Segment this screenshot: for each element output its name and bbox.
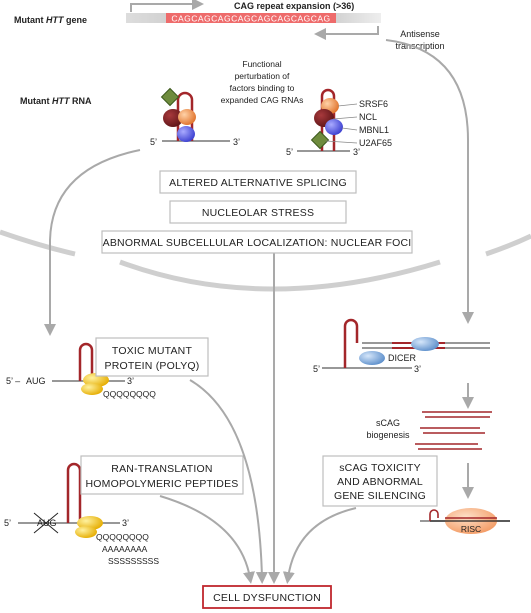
box-toxic-protein-line2: PROTEIN (POLYQ)	[105, 360, 200, 372]
scag-biogenesis-2: biogenesis	[366, 430, 410, 440]
box-nuclear-foci-text: ABNORMAL SUBCELLULAR LOCALIZATION: NUCLE…	[103, 237, 412, 249]
u2af65-protein	[160, 87, 180, 107]
box-scag-toxicity-line3: GENE SILENCING	[334, 490, 426, 502]
rna-hairpin-left	[162, 91, 230, 142]
arrow-scag-to-dysfunction	[282, 507, 357, 584]
rna-hairpin-right	[297, 88, 350, 152]
prime5-ran: 5’	[4, 518, 11, 528]
box-toxic-protein	[95, 337, 209, 377]
factor-srsf6: SRSF6	[359, 99, 388, 109]
functional-perturbation-3: factors binding to	[230, 83, 295, 93]
aug-label: AUG	[26, 376, 46, 386]
factor-u2af65: U2AF65	[359, 138, 392, 148]
prime5-left-top: 5’	[150, 137, 157, 147]
u2af65-protein-right	[310, 130, 330, 150]
prime5-right-top: 5’	[286, 147, 293, 157]
prime3-ran: 3’	[122, 518, 129, 528]
functional-perturbation-2: perturbation of	[235, 71, 290, 81]
ribosome-small-2	[75, 526, 97, 538]
cag-repeat-region	[166, 13, 336, 23]
aug-prefix: 5’ –	[6, 376, 20, 386]
arrow-ran-to-dysfunction	[159, 495, 255, 584]
factor-ncl: NCL	[359, 112, 377, 122]
risc-complex	[420, 508, 510, 534]
arrow-antisense-to-dicer	[385, 39, 474, 324]
box-nucleolar-stress	[169, 200, 347, 224]
prime3-aug: 3’	[127, 376, 134, 386]
risc-label: RISC	[461, 524, 481, 534]
antisense-arrow-left	[314, 26, 379, 40]
box-scag-toxicity-line1: sCAG TOXICITY	[339, 462, 421, 474]
factor-leader-lines	[325, 103, 358, 144]
box-nucleolar-stress-text: NUCLEOLAR STRESS	[202, 207, 314, 219]
box-cell-dysfunction	[202, 585, 332, 609]
ran-peptide-s: SSSSSSSSS	[108, 556, 159, 566]
factor-mbnl1: MBNL1	[359, 125, 389, 135]
functional-perturbation-4: expanded CAG RNAs	[221, 95, 304, 105]
mbnl1-protein	[177, 126, 195, 142]
box-ran-translation	[80, 455, 244, 495]
scag-fragments	[415, 411, 492, 450]
dicer-label: DICER	[388, 353, 417, 363]
ncl-protein	[163, 109, 183, 127]
box-ran-translation-line1: RAN-TRANSLATION	[111, 463, 212, 475]
dicer-protein	[359, 351, 385, 365]
box-altered-splicing-text: ALTERED ALTERNATIVE SPLICING	[169, 177, 347, 189]
box-toxic-protein-line1: TOXIC MUTANT	[112, 345, 193, 357]
arrow-rna-to-translation	[44, 149, 141, 336]
nuclear-envelope-center	[119, 259, 441, 292]
box-scag-toxicity-line2: AND ABNORMAL	[337, 476, 423, 488]
sense-transcription-arrow	[130, 0, 204, 12]
polyq-label: QQQQQQQQ	[103, 389, 156, 399]
prime5-dicer: 5’	[313, 364, 320, 374]
box-nuclear-foci	[101, 230, 413, 254]
aug-cross-icon	[33, 512, 59, 534]
cag-sequence: CAGCAGCAGCAGCAGCAGCAGCAG	[171, 14, 330, 24]
nuclear-envelope-left	[0, 229, 76, 257]
prime3-left-top: 3’	[233, 137, 240, 147]
prime3-right-top: 3’	[353, 147, 360, 157]
box-scag-toxicity	[322, 455, 438, 507]
nuclear-envelope-right	[485, 233, 531, 257]
gene-label: Mutant HTT gene	[14, 15, 87, 25]
ribosome-small-1	[81, 383, 103, 395]
box-altered-splicing	[159, 170, 357, 194]
antisense-label-2: transcription	[395, 41, 444, 51]
box-cell-dysfunction-text: CELL DYSFUNCTION	[213, 592, 321, 604]
dicer-protein-top	[411, 337, 439, 351]
ran-peptide-q: QQQQQQQQ	[96, 532, 149, 542]
ran-peptide-a: AAAAAAAA	[102, 544, 148, 554]
box-ran-translation-line2: HOMOPOLYMERIC PEPTIDES	[86, 478, 239, 490]
prime3-dicer: 3’	[414, 364, 421, 374]
antisense-label-1: Antisense	[400, 29, 440, 39]
mbnl1-protein-right	[325, 119, 343, 135]
cag-expansion-label: CAG repeat expansion (>36)	[234, 1, 354, 11]
functional-perturbation-1: Functional	[242, 59, 281, 69]
scag-biogenesis-1: sCAG	[376, 418, 400, 428]
srsf6-protein	[178, 109, 196, 125]
arrow-toxic-to-dysfunction	[189, 379, 268, 584]
rna-label: Mutant HTT RNA	[20, 96, 92, 106]
